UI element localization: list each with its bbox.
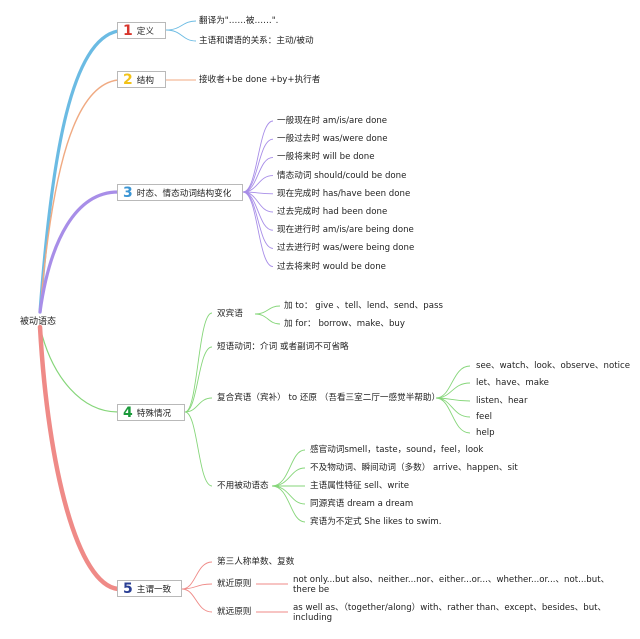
branch-2-node: 2 结构 — [117, 71, 166, 88]
branch-4-item: help — [476, 428, 495, 438]
branch-2-number: 2 — [123, 71, 133, 88]
branch-5-node: 5 主谓一致 — [117, 580, 182, 597]
branch-4-number: 4 — [123, 404, 133, 421]
branch-4-group-label: 短语动词：介词 或者副词不可省略 — [217, 342, 349, 352]
branch-3-item: 现在完成时 has/have been done — [277, 188, 411, 199]
branch-4-group-label: 复合宾语（宾补） to 还原 （吾看三室二厅一感觉半帮助） — [217, 393, 441, 403]
branch-5-label: 主谓一致 — [136, 584, 172, 595]
main-branch-4 — [39, 326, 119, 413]
branch-1-number: 1 — [123, 22, 133, 39]
branch-3-item: 过去将来时 would be done — [277, 261, 386, 272]
branch-3-item: 现在进行时 am/is/are being done — [277, 225, 414, 236]
branch-1-label: 定义 — [136, 26, 154, 37]
branch-3-item: 一般现在时 am/is/are done — [277, 116, 388, 126]
branch-4-label: 特殊情况 — [136, 408, 172, 419]
branch-3-item: 过去完成时 had been done — [277, 207, 388, 217]
main-branch-3 — [38, 190, 120, 314]
branch-5-group-label: 就远原则 — [217, 607, 252, 617]
branch-4-item: see、watch、look、observe、notice — [476, 361, 630, 371]
main-branch-2 — [39, 79, 119, 313]
branch-4-group-label: 不用被动语态 — [217, 481, 269, 491]
branch-5-group-label: 就近原则 — [217, 579, 252, 589]
branch-4-item: listen、hear — [476, 396, 528, 406]
branch-4-links — [184, 305, 471, 523]
branch-3-item: 情态动词 should/could be done — [277, 170, 407, 181]
branch-5-links — [181, 561, 288, 613]
branch-4-item: let、have、make — [476, 378, 549, 388]
branch-3-node: 3 时态、情态动词结构变化 — [117, 184, 243, 201]
branch-3-number: 3 — [123, 184, 133, 201]
branch-4-item: 感官动词smell，taste，sound，feel，look — [310, 445, 484, 455]
branch-1-item: 翻译为"……被……". — [199, 16, 279, 26]
branch-5-item: as well as、（together/along）with、rather t… — [293, 603, 607, 623]
branch-4-group-label: 双宾语 — [217, 309, 243, 319]
branch-3-item: 一般将来时 will be done — [277, 152, 375, 163]
branch-3-links — [242, 120, 274, 268]
branch-4-item: 不及物动词、瞬间动词（多数） arrive、happen、sit — [310, 463, 518, 473]
branch-4-item: 宾语为不定式 She likes to swim. — [310, 517, 442, 527]
branch-3-item: 一般过去时 was/were done — [277, 134, 388, 145]
branch-4-item: 主语属性特征 sell、write — [310, 481, 410, 491]
branch-2-label: 结构 — [136, 75, 154, 86]
branch-2-item: 接收者+be done +by+执行者 — [199, 75, 321, 85]
branch-3-item: 过去进行时 was/were being done — [277, 243, 415, 254]
branch-5-number: 5 — [123, 580, 133, 597]
main-branch-5 — [37, 324, 121, 592]
branch-4-item: 加 for： borrow、make、buy — [284, 319, 405, 329]
branch-1-item: 主语和谓语的关系：主动/被动 — [199, 36, 314, 46]
main-branch-1 — [38, 29, 120, 314]
branch-1-links — [165, 20, 197, 42]
branch-3-label: 时态、情态动词结构变化 — [136, 188, 232, 199]
branch-1-node: 1 定义 — [117, 22, 166, 39]
root-topic: 被动语态 — [20, 317, 57, 327]
branch-4-node: 4 特殊情况 — [117, 404, 185, 421]
branch-4-item: 加 to： give 、tell、lend、send、pass — [284, 301, 443, 311]
branch-4-item: 同源宾语 dream a dream — [310, 499, 414, 509]
branch-5-group-label: 第三人称单数、复数 — [217, 557, 295, 567]
branch-4-item: feel — [476, 412, 492, 422]
branch-5-item: not only...but also、neither...nor、either… — [293, 575, 610, 595]
